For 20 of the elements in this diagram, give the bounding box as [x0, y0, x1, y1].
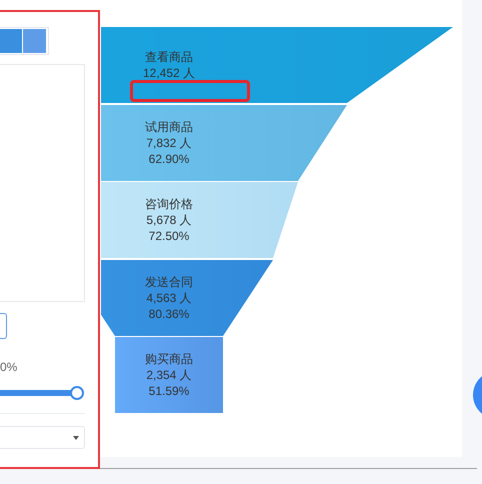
percent-text: 51.59% — [148, 383, 190, 399]
funnel-segment — [101, 104, 347, 180]
value-label: 0% — [0, 359, 18, 375]
funnel-segment — [101, 182, 298, 258]
stage-name: 咨询价格 — [145, 196, 193, 212]
percent-text: 80.36% — [148, 306, 190, 322]
stage-name: 购买商品 — [145, 351, 193, 367]
stage-name: 试用商品 — [145, 118, 193, 134]
count-text: 2,354 人 — [146, 367, 192, 383]
count-text: 5,678 人 — [146, 212, 192, 228]
funnel-segment — [115, 337, 223, 413]
funnel-segment — [101, 260, 273, 336]
count-text: 7,832 人 — [146, 134, 192, 150]
percent-text: 72.50% — [148, 228, 190, 244]
percent-text: 62.90% — [148, 150, 190, 166]
funnel-segment — [101, 27, 453, 103]
count-text: 12,452 人 — [142, 65, 196, 81]
stage-name: 查看商品 — [145, 49, 193, 65]
stage-name: 发送合同 — [145, 274, 193, 290]
count-text: 4,563 人 — [146, 290, 192, 306]
